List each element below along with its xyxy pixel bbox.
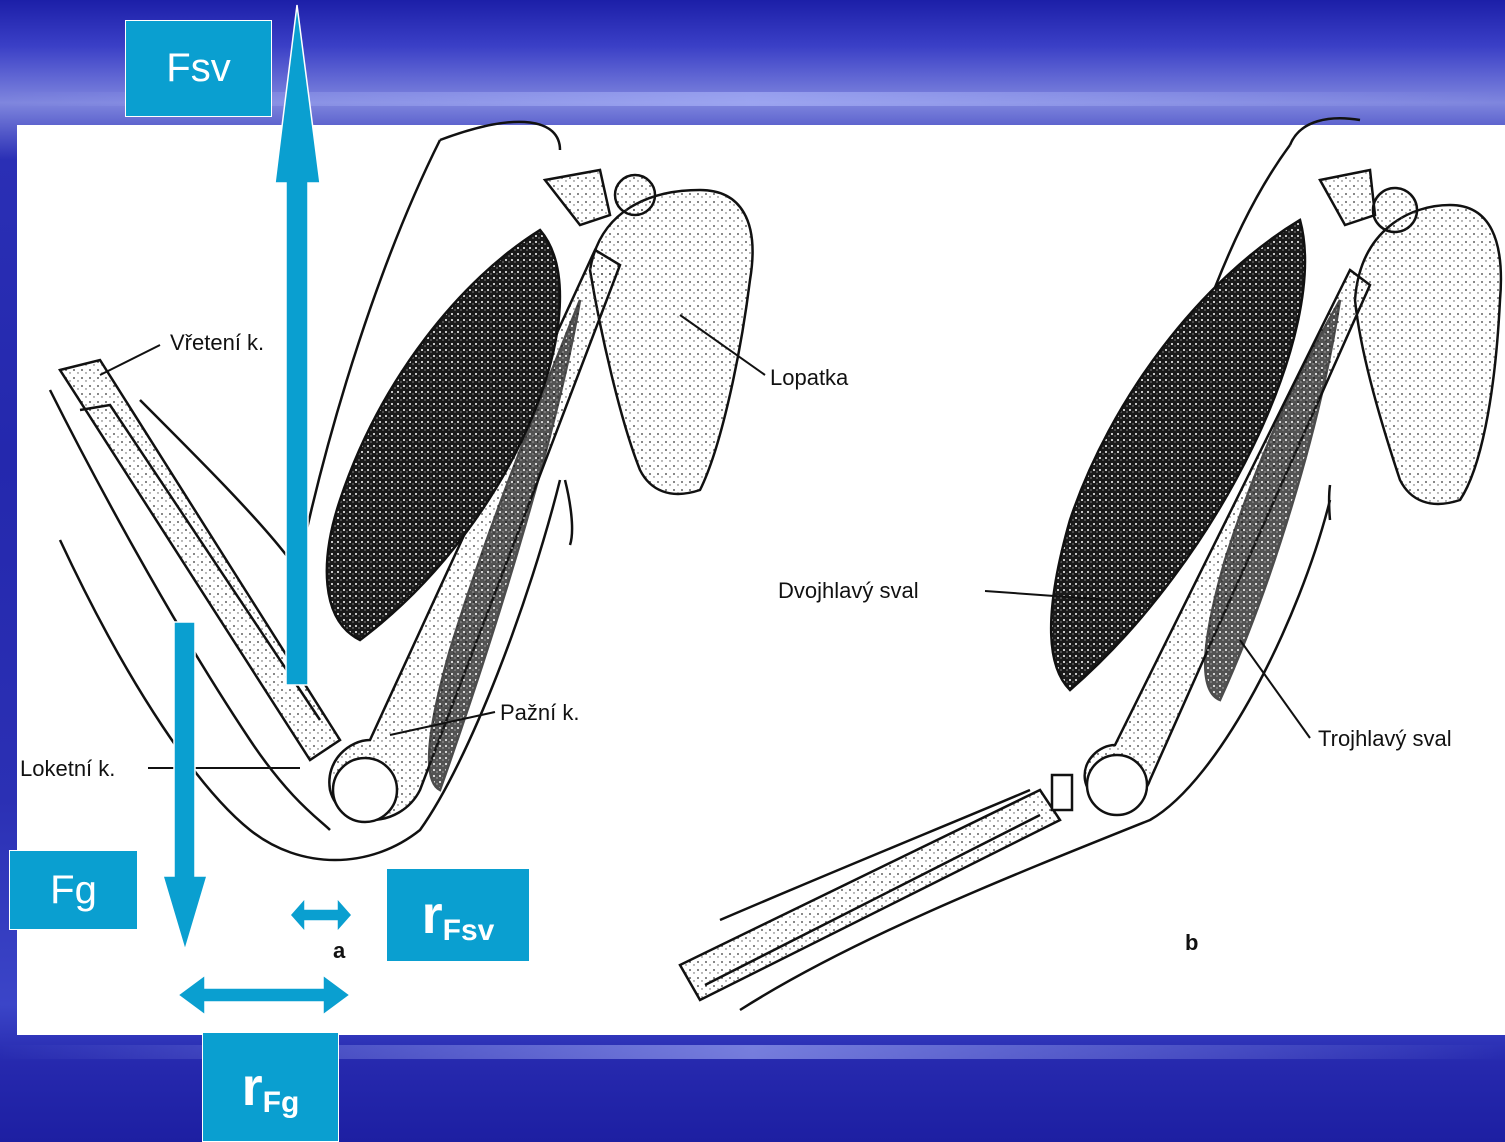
r-fsv-arrow (290, 898, 352, 932)
arm-b (680, 118, 1501, 1010)
fg-label-box: Fg (9, 850, 138, 930)
fg-arrow (163, 622, 207, 950)
fg-label: Fg (50, 868, 97, 913)
r-fg-sub: Fg (263, 1086, 300, 1120)
r-fsv-main: r (422, 884, 443, 946)
r-fsv-sub: Fsv (443, 914, 495, 948)
triceps-label: Trojhlavý sval (1318, 726, 1452, 751)
ulna-label: Loketní k. (20, 756, 115, 781)
fsv-arrow (275, 5, 320, 685)
figure-a-label: a (333, 938, 346, 963)
r-fg-arrow (178, 975, 350, 1015)
radius-label: Vřetení k. (170, 330, 264, 355)
biceps-label: Dvojhlavý sval (778, 578, 919, 603)
arm-a (50, 122, 753, 860)
figure-b-label: b (1185, 930, 1198, 955)
humerus-label: Pažní k. (500, 700, 579, 725)
fsv-label: Fsv (166, 46, 230, 91)
r-fg-main: r (242, 1056, 263, 1118)
scapula-label: Lopatka (770, 365, 849, 390)
fsv-label-box: Fsv (125, 20, 272, 117)
